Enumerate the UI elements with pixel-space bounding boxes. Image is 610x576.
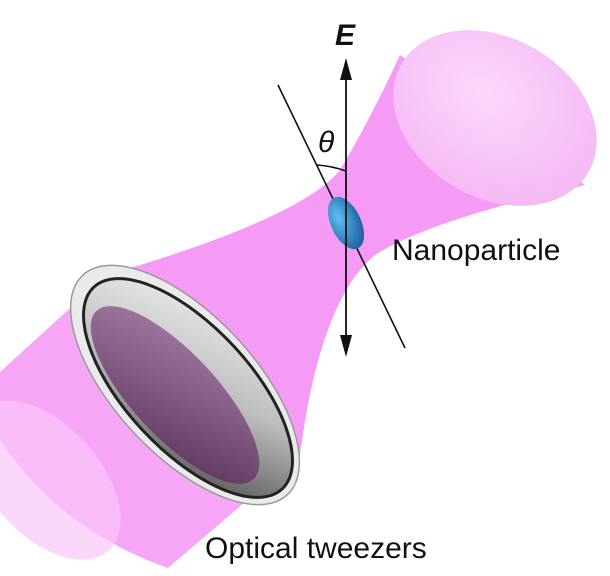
optical-tweezers-label: Optical tweezers [205, 532, 427, 565]
objective-lens [69, 264, 301, 506]
nanoparticle-label: Nanoparticle [392, 234, 560, 267]
theta-label: θ [318, 126, 335, 159]
e-field-label: E [335, 19, 356, 52]
input-beam-end [0, 400, 121, 560]
angle-arc [316, 164, 347, 172]
e-field-arrow [340, 58, 352, 357]
beam-end-cap [393, 30, 597, 206]
